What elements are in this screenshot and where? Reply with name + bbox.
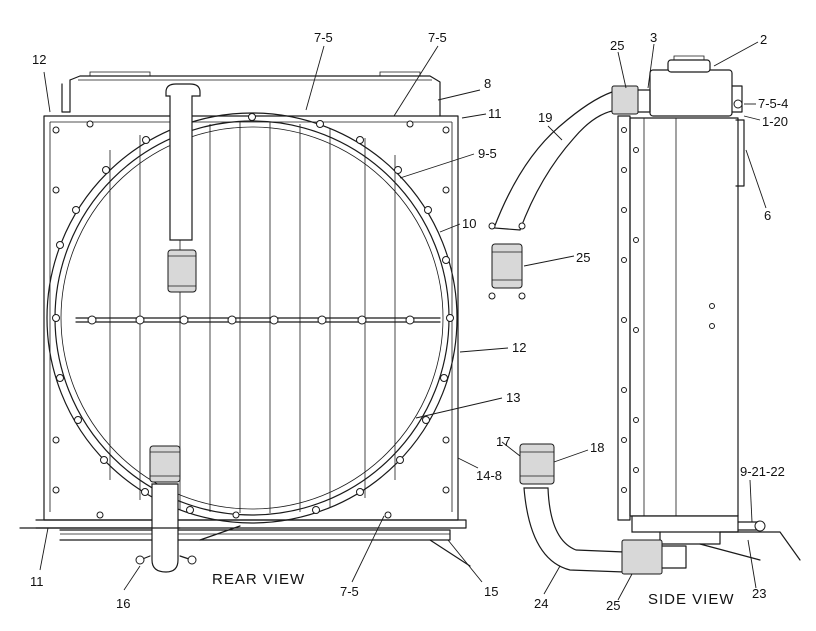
upper-hose bbox=[493, 91, 619, 231]
frame-bolts bbox=[52, 120, 450, 519]
side-view-assembly bbox=[488, 55, 801, 575]
drain-valve-left bbox=[135, 555, 145, 565]
callout-18: 18 bbox=[590, 440, 604, 455]
lower-hose-connector-bands bbox=[520, 451, 554, 477]
upper-pipe-hose-bands bbox=[168, 255, 196, 287]
fan-shroud-ring-core bbox=[60, 126, 444, 510]
cross-brace-bolts bbox=[87, 315, 415, 325]
callout-23: 23 bbox=[752, 586, 766, 601]
bottom-rail bbox=[35, 519, 467, 529]
upper-pipe bbox=[165, 83, 201, 241]
overflow-fitting bbox=[731, 85, 743, 113]
lower-hose-flange bbox=[661, 545, 687, 569]
callout-10: 10 bbox=[462, 216, 476, 231]
leader-lines bbox=[39, 41, 767, 601]
cross-brace bbox=[75, 317, 441, 323]
lower-hose bbox=[523, 487, 625, 573]
callout-25-top: 25 bbox=[610, 38, 624, 53]
ring-bolts bbox=[52, 113, 454, 514]
pressure-cap-top bbox=[673, 55, 705, 60]
callout-7-5-bottom: 7-5 bbox=[340, 584, 359, 599]
callout-7-5-right: 7-5 bbox=[428, 30, 447, 45]
rear-view-assembly bbox=[19, 71, 471, 573]
radiator-core-side bbox=[629, 117, 739, 517]
callout-14-8: 14-8 bbox=[476, 468, 502, 483]
callout-24: 24 bbox=[534, 596, 548, 611]
callout-16: 16 bbox=[116, 596, 130, 611]
callout-12-right: 12 bbox=[512, 340, 526, 355]
radiator-core-side-inner bbox=[643, 118, 677, 516]
callout-15: 15 bbox=[484, 584, 498, 599]
callout-11-bottom: 11 bbox=[30, 574, 44, 589]
callout-25-bottom: 25 bbox=[606, 598, 620, 613]
callout-8: 8 bbox=[484, 76, 491, 91]
upper-hose-flange bbox=[637, 89, 651, 113]
overflow-bolt bbox=[733, 99, 743, 109]
top-tank-outline bbox=[69, 75, 441, 117]
callout-2: 2 bbox=[760, 32, 767, 47]
side-bracket-left-top bbox=[61, 83, 71, 113]
side-bottom-bracket bbox=[659, 531, 721, 545]
support-lines bbox=[19, 525, 471, 567]
callout-9-21-22: 9-21-22 bbox=[740, 464, 785, 479]
edge-marks-left bbox=[43, 150, 459, 420]
lower-hose-connector bbox=[519, 443, 555, 485]
lower-pipe-hose-bands bbox=[150, 451, 180, 477]
callout-7-5-left: 7-5 bbox=[314, 30, 333, 45]
callout-25-middle: 25 bbox=[576, 250, 590, 265]
side-top-tank bbox=[649, 69, 733, 117]
callout-7-5-4: 7-5-4 bbox=[758, 96, 788, 111]
lower-pipe-hose bbox=[149, 445, 181, 483]
mount-bolt bbox=[754, 520, 766, 532]
callout-labels: 12 7-5 7-5 8 11 9-5 10 12 13 14-8 11 16 … bbox=[30, 30, 788, 613]
side-view-caption: SIDE VIEW bbox=[648, 591, 735, 608]
side-bottom-tank bbox=[631, 515, 739, 533]
lower-hose-clamp bbox=[621, 539, 663, 575]
callout-12-top: 12 bbox=[32, 52, 46, 67]
side-bracket bbox=[735, 119, 745, 187]
callout-9-5: 9-5 bbox=[478, 146, 497, 161]
callout-17: 17 bbox=[496, 434, 510, 449]
callout-11-top: 11 bbox=[488, 106, 502, 121]
side-frame-bolts bbox=[621, 127, 715, 493]
pressure-cap bbox=[667, 59, 711, 73]
hose-clamp-25 bbox=[491, 243, 523, 289]
hose-clamp-25-bands bbox=[492, 251, 522, 281]
rear-view-caption: REAR VIEW bbox=[212, 571, 305, 588]
upper-hose-clamp bbox=[611, 85, 639, 115]
side-frame-plate bbox=[617, 115, 631, 521]
callout-6: 6 bbox=[764, 208, 771, 223]
drain-valve-right bbox=[187, 555, 197, 565]
callout-19: 19 bbox=[538, 110, 552, 125]
callout-3: 3 bbox=[650, 30, 657, 45]
bottom-tank bbox=[59, 529, 451, 541]
callout-13: 13 bbox=[506, 390, 520, 405]
callout-1-20: 1-20 bbox=[762, 114, 788, 129]
upper-pipe-hose bbox=[167, 249, 197, 293]
mount-lines bbox=[699, 531, 801, 561]
